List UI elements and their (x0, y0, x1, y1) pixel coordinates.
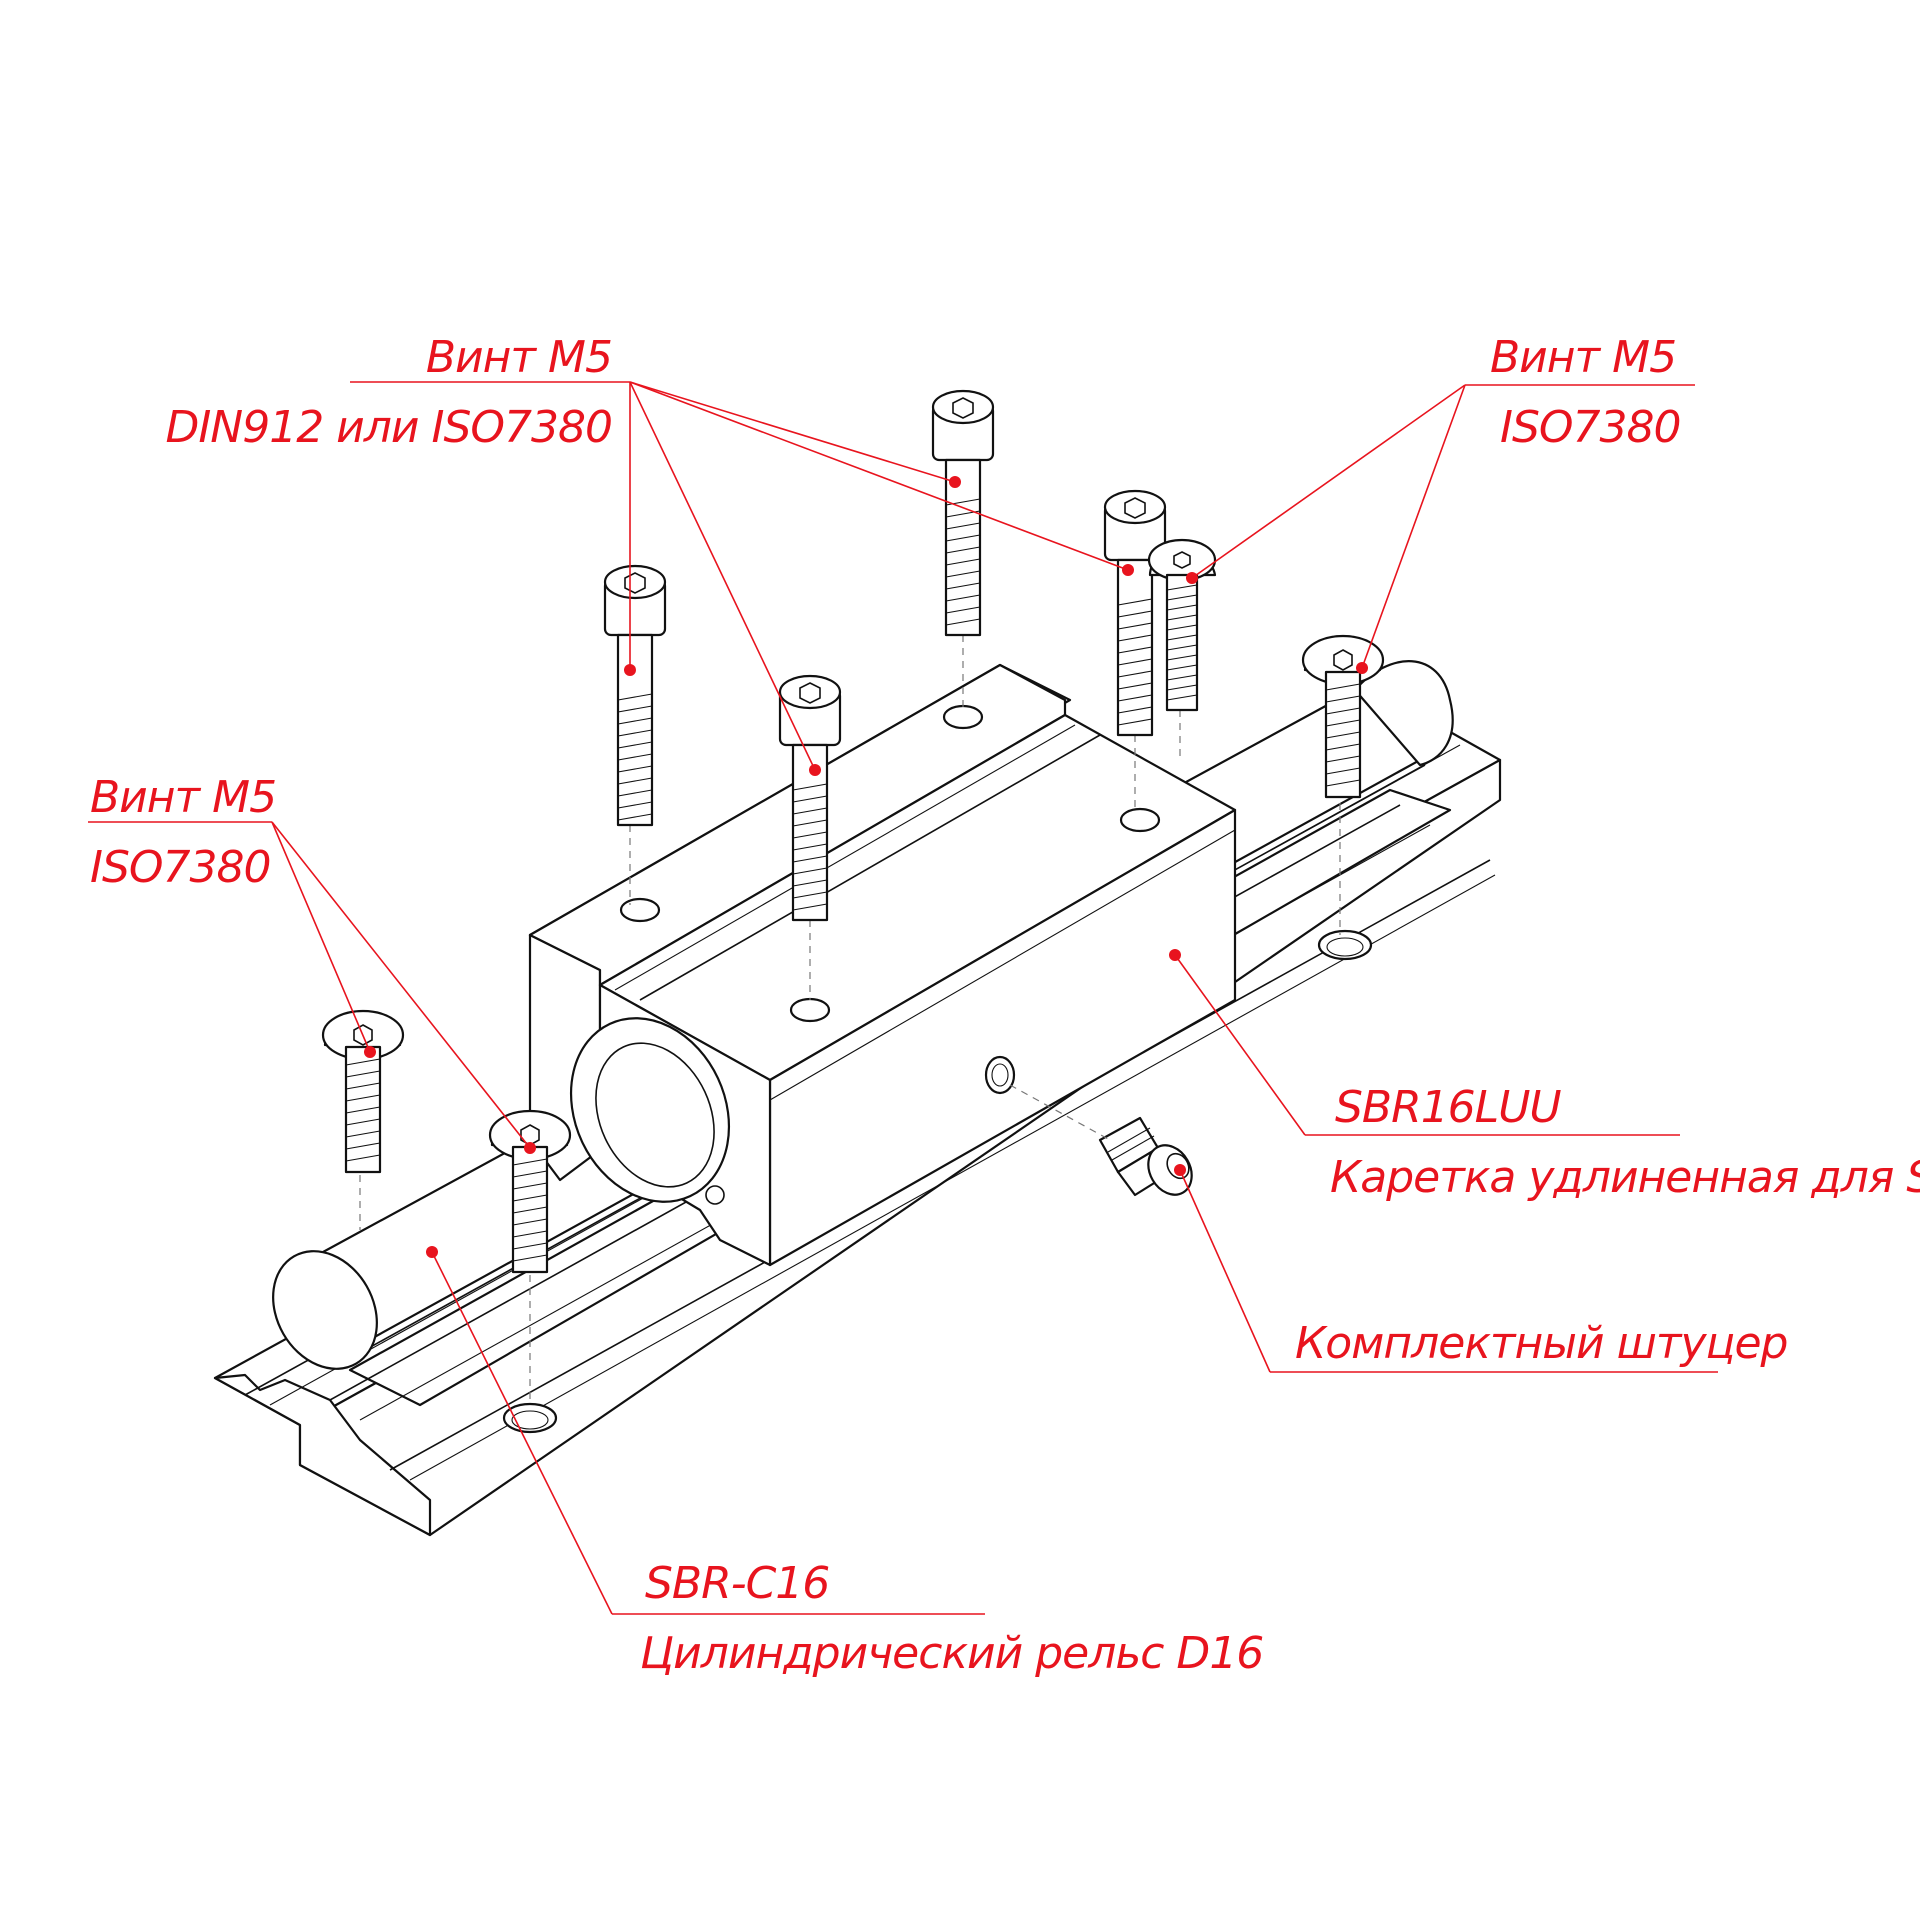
screw-iso7380-3 (321, 1009, 405, 1174)
callout-screw-din912-line2: DIN912 или ISO7380 (165, 402, 612, 453)
screw-din912-1 (603, 564, 667, 827)
callout-fitting-line1: Комплектный штуцер (1295, 1318, 1788, 1369)
carriage-hole (789, 997, 831, 1023)
rail-mounting-hole (502, 1402, 558, 1434)
carriage-hole (619, 897, 661, 923)
callout-iso7380-left-line2: ISO7380 (90, 842, 271, 893)
carriage-hole (1119, 807, 1161, 833)
callout-rail-line2: Цилиндрический рельс D16 (640, 1628, 1263, 1679)
callout-screw-iso7380-left: Винт M5 ISO7380 (88, 772, 536, 1154)
callout-screw-din912-line1: Винт M5 (426, 332, 612, 383)
callout-carriage: SBR16LUU Каретка удлиненная для SBR (1169, 949, 1920, 1203)
assembly-axes (359, 635, 1341, 1405)
rail-mounting-hole (1317, 929, 1373, 961)
callout-fitting: Комплектный штуцер (1174, 1164, 1789, 1373)
callout-carriage-line2: Каретка удлиненная для SBR (1330, 1152, 1920, 1203)
screw-din912-3 (931, 389, 995, 637)
carriage-hole (942, 704, 984, 730)
screw-din912-2 (778, 674, 842, 922)
screw-iso7380-1 (1147, 538, 1217, 712)
screw-din912-4 (1103, 489, 1167, 737)
callout-iso7380-top-line2: ISO7380 (1500, 402, 1681, 453)
callout-rail-line1: SBR-C16 (645, 1558, 829, 1609)
callout-screw-din912: Винт M5 DIN912 или ISO7380 (165, 332, 1134, 776)
callout-iso7380-top-line1: Винт M5 (1490, 332, 1676, 383)
callout-rail: SBR-C16 Цилиндрический рельс D16 (426, 1246, 1264, 1679)
callout-carriage-line1: SBR16LUU (1335, 1082, 1561, 1133)
lube-port (984, 1055, 1016, 1095)
grease-fitting (1098, 1116, 1193, 1197)
callout-iso7380-left-line1: Винт M5 (90, 772, 276, 823)
callout-screw-iso7380-top: Винт M5 ISO7380 (1186, 332, 1695, 674)
